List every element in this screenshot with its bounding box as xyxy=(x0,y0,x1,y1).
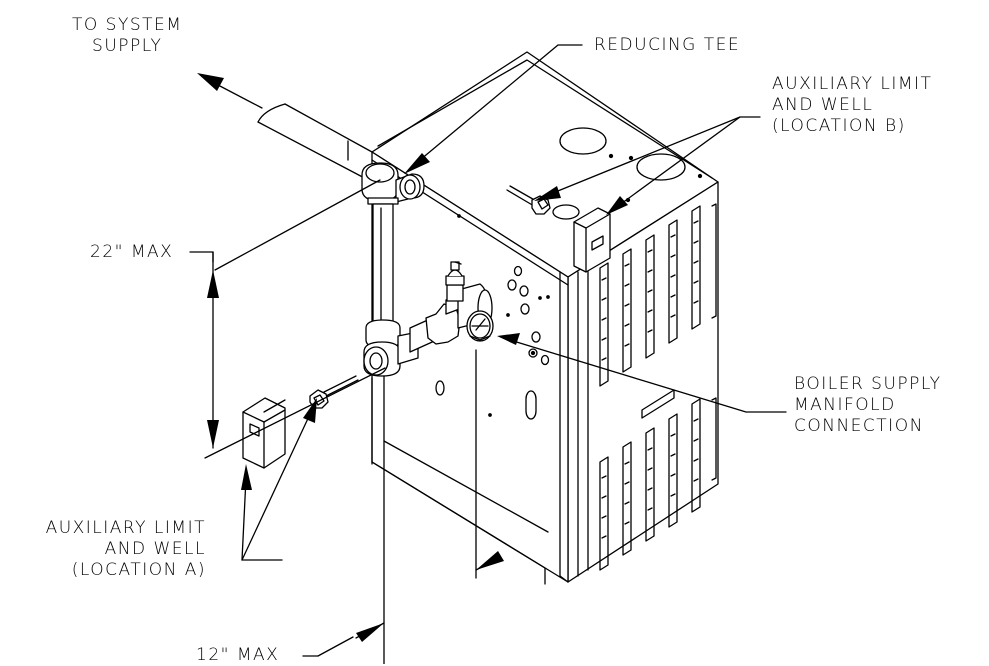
lower-louvers xyxy=(600,398,716,570)
aux-limit-a-well xyxy=(310,376,358,408)
label-12-max: 12" MAX xyxy=(196,645,280,665)
dimension-12-max xyxy=(303,350,548,664)
flow-arrow-to-system xyxy=(197,73,262,108)
temp-pressure-gauge xyxy=(467,311,493,341)
label-boiler-supply-line3: CONNECTION xyxy=(794,416,924,436)
upper-louvers xyxy=(600,204,716,386)
label-aux-limit-b-line1: AUXILIARY LIMIT xyxy=(772,74,933,94)
label-to-system-supply-line2: SUPPLY xyxy=(92,36,163,56)
vertical-riser xyxy=(366,198,400,348)
front-knockouts xyxy=(436,215,549,419)
system-supply-pipe xyxy=(258,104,372,182)
label-boiler-supply-line1: BOILER SUPPLY xyxy=(794,374,942,394)
aux-limit-a-control xyxy=(243,398,285,468)
label-22-max: 22" MAX xyxy=(90,242,174,262)
label-aux-limit-a-line1: AUXILIARY LIMIT xyxy=(45,518,206,538)
reducing-tee xyxy=(362,163,424,202)
dimension-22-max xyxy=(190,180,385,458)
label-aux-limit-b-line3: (LOCATION B) xyxy=(772,116,906,136)
label-aux-limit-b-line2: AND WELL xyxy=(772,95,874,115)
label-to-system-supply: TO SYSTEM SUPPLY xyxy=(72,15,182,57)
boiler-cabinet xyxy=(372,52,718,584)
label-reducing-tee: REDUCING TEE xyxy=(594,35,741,55)
label-boiler-supply-line2: MANIFOLD xyxy=(794,395,896,415)
leader-boiler-supply xyxy=(497,333,786,412)
aux-limit-b-control xyxy=(574,208,610,272)
leader-aux-limit-b xyxy=(534,117,760,215)
top-openings xyxy=(545,128,702,219)
label-to-system-supply-line1: TO SYSTEM xyxy=(72,15,183,35)
leader-aux-limit-a xyxy=(241,398,317,560)
label-boiler-supply: BOILER SUPPLY MANIFOLD CONNECTION xyxy=(794,374,942,437)
leader-reducing-tee xyxy=(404,45,582,174)
relief-valve xyxy=(446,262,464,301)
label-aux-limit-b: AUXILIARY LIMIT AND WELL (LOCATION B) xyxy=(772,74,932,137)
label-aux-limit-a-line3: (LOCATION A) xyxy=(71,560,206,580)
label-aux-limit-a: AUXILIARY LIMIT AND WELL (LOCATION A) xyxy=(8,518,206,581)
label-aux-limit-a-line2: AND WELL xyxy=(104,539,206,559)
rating-plate xyxy=(642,390,674,418)
